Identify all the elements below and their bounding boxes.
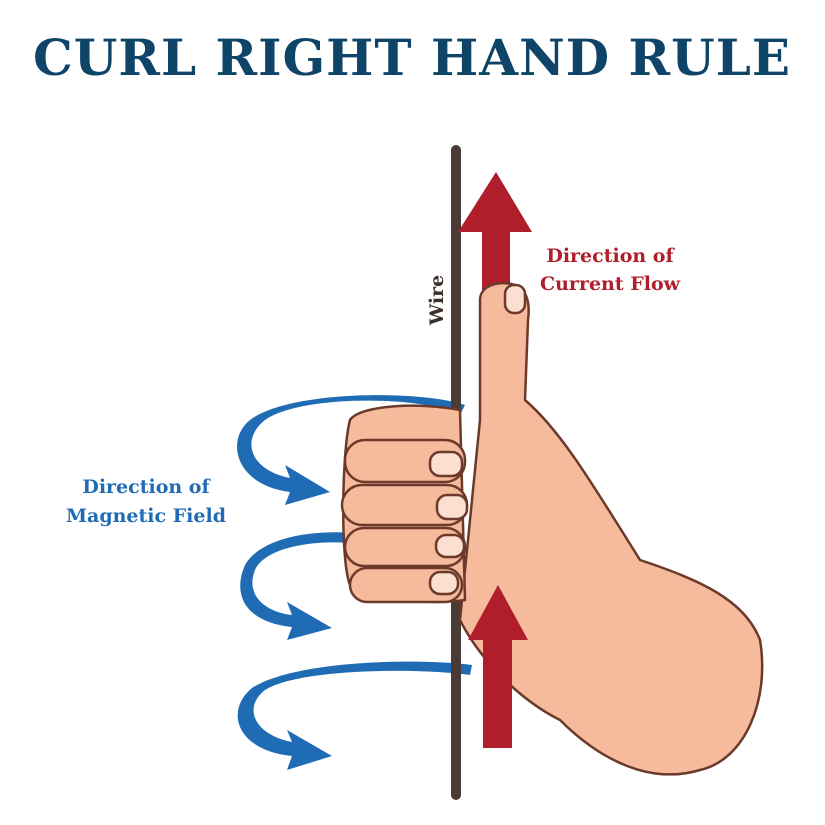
wire-label: Wire [426,275,448,326]
field-arrow-middle-icon [240,532,352,640]
current-label-line1: Direction of [546,245,675,267]
current-arrow-top-icon [458,172,532,300]
field-arrow-top-icon [237,395,465,505]
field-label-line1: Direction of [82,476,211,498]
field-label-line2: Magnetic Field [66,505,226,527]
current-arrow-bottom-icon [468,585,528,748]
field-arrow-bottom-icon [237,661,472,770]
current-label-line2: Current Flow [540,273,681,295]
magnetic-field-arrows [237,395,472,770]
right-hand-illustration [340,281,764,776]
title: CURL RIGHT HAND RULE [33,28,791,87]
